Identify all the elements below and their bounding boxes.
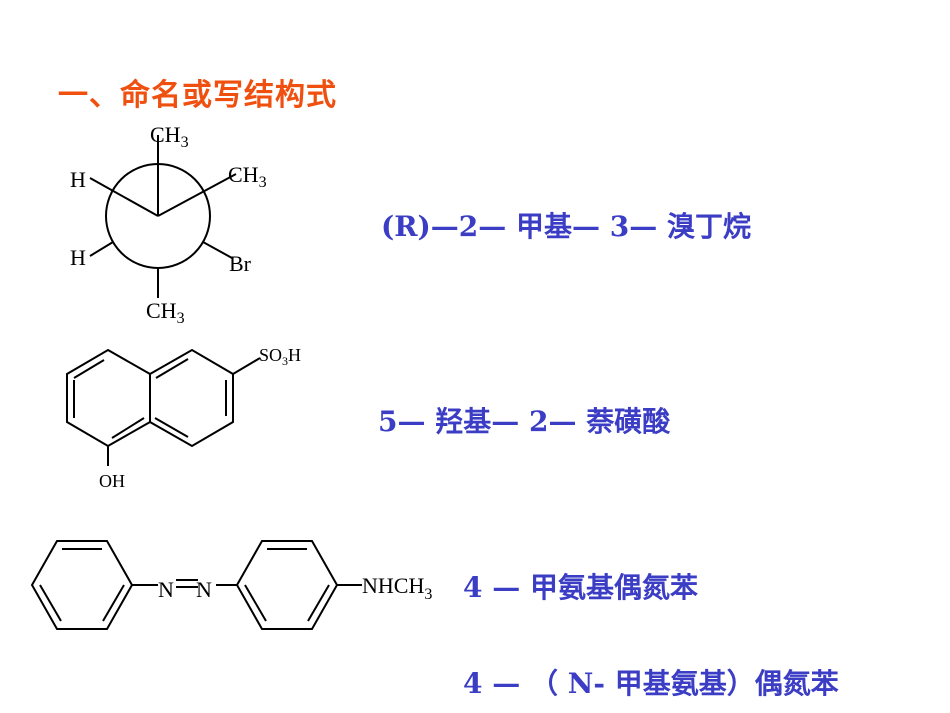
azo-structure — [30, 540, 362, 630]
label-back-right: Br — [229, 251, 252, 276]
bond-back-left — [89, 241, 114, 257]
label-oh: OH — [99, 471, 125, 491]
label-azo-n2: N — [196, 577, 212, 602]
answer-1: (R)—2— 甲基— 3— 溴丁烷 — [381, 210, 751, 243]
label-back-left: H — [70, 245, 86, 270]
label-front-right: CH3 — [228, 162, 267, 191]
right-ring — [149, 348, 234, 448]
naphthalene-structure — [66, 348, 261, 466]
newman-projection — [89, 135, 237, 298]
double-bond — [39, 584, 62, 622]
bond-front-left — [89, 177, 159, 217]
label-back-bottom: CH3 — [146, 298, 185, 327]
label-amine: NHCH3 — [362, 573, 432, 603]
page-title: 一、命名或写结构式 — [58, 78, 337, 113]
label-front-top: CH3 — [150, 122, 189, 151]
answer-2: 5— 羟基— 2— 萘磺酸 — [378, 405, 671, 438]
phenyl-ring-right — [235, 540, 339, 630]
double-bond — [307, 584, 330, 622]
double-bond — [244, 584, 267, 622]
double-bond — [111, 417, 145, 439]
bond-back-right — [202, 241, 233, 259]
double-bond — [154, 417, 189, 438]
double-bond — [102, 584, 125, 622]
double-bond — [73, 359, 105, 379]
bond-so3h — [232, 357, 261, 375]
phenyl-ring-left — [30, 540, 134, 630]
label-azo-n1: N — [158, 577, 174, 602]
double-bond — [155, 358, 189, 379]
left-ring — [66, 348, 151, 448]
answer-3: 4 — 甲氨基偶氮苯 — [463, 571, 698, 604]
answer-4: 4 — （ N- 甲基氨基）偶氮苯 — [463, 667, 839, 700]
bond-front-right — [157, 173, 237, 217]
label-so3h: SO3H — [259, 345, 301, 368]
label-front-left: H — [70, 167, 86, 192]
